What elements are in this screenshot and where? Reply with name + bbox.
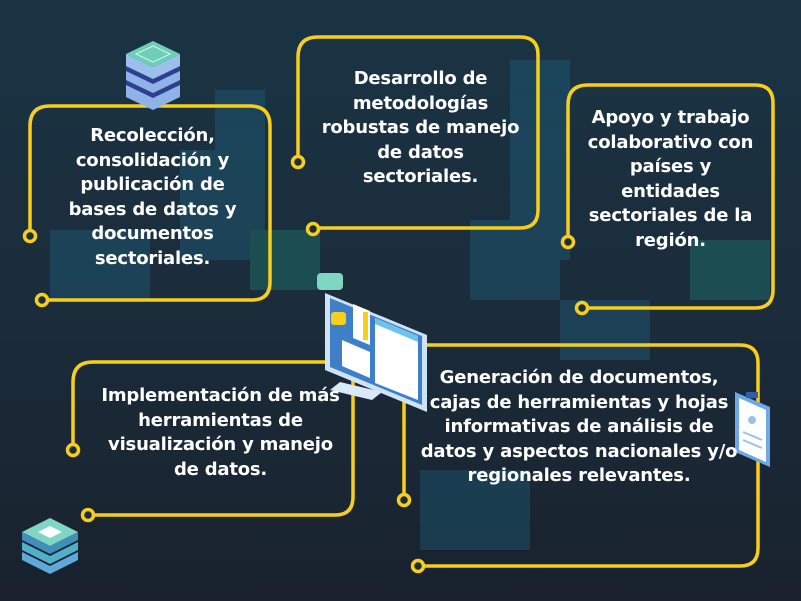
computer-monitor-icon [317, 273, 427, 412]
bg-block [560, 300, 650, 360]
bg-block [50, 230, 150, 300]
frame-node [65, 442, 81, 458]
frame-node [410, 558, 426, 574]
database-stack-icon [126, 41, 180, 110]
frame-node [305, 221, 321, 237]
frame-node [22, 228, 38, 244]
frame-node [34, 292, 50, 308]
frame-node [574, 300, 590, 316]
bg-block [690, 240, 770, 300]
frame-node [560, 234, 576, 250]
bg-block [250, 230, 320, 290]
frame-node [396, 492, 412, 508]
box-1-text: Recolección, consolidación y publicación… [68, 125, 237, 269]
box-3-text: Apoyo y trabajo colaborativo con países … [587, 107, 754, 251]
frame-1 [28, 104, 272, 302]
frame-node [290, 154, 306, 170]
bg-block [420, 470, 530, 550]
bg-bar [215, 90, 265, 260]
frame-node [80, 507, 96, 523]
bg-bar [470, 220, 560, 300]
box-5-text: Generación de documentos, cajas de herra… [420, 367, 738, 486]
clipboard-icon [735, 392, 770, 467]
frame-3 [566, 83, 775, 310]
frame-2 [296, 35, 540, 230]
box-4-text: Implementación de más herramientas de vi… [101, 385, 340, 480]
box-2-text: Desarrollo de metodologías robustas de m… [321, 68, 520, 187]
bg-bar [180, 150, 220, 260]
layers-stack-icon [22, 518, 78, 574]
